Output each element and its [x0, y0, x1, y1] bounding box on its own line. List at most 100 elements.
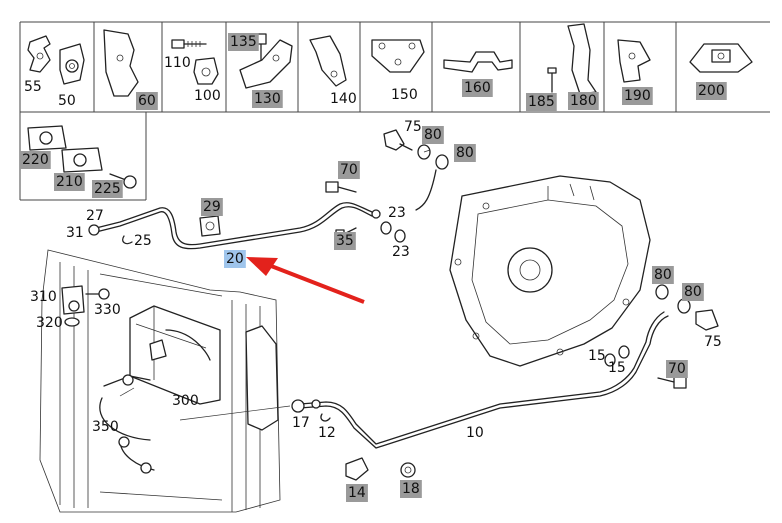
svg-text:110: 110	[164, 55, 191, 71]
header-row-labels: 55 50 60 110 100 135 130 140 150 160 185…	[24, 33, 727, 111]
svg-text:15: 15	[608, 360, 626, 376]
label-highlight	[224, 250, 246, 268]
part-label[interactable]: 20	[224, 250, 246, 268]
label-highlight	[454, 144, 476, 162]
svg-text:185: 185	[528, 94, 555, 110]
part-label[interactable]: 180	[568, 92, 599, 110]
part-label[interactable]: 320	[36, 315, 63, 331]
clip-210-icon	[61, 147, 103, 173]
svg-text:190: 190	[624, 88, 651, 104]
part-label[interactable]: 135	[228, 33, 259, 51]
svg-text:80: 80	[684, 284, 702, 300]
part-label[interactable]: 300	[172, 393, 199, 409]
svg-text:12: 12	[318, 425, 336, 441]
part-label[interactable]: 225	[92, 180, 123, 198]
label-highlight	[422, 126, 444, 144]
bracket-190-icon	[617, 39, 651, 83]
part-label[interactable]: 29	[201, 198, 223, 216]
label-highlight	[666, 360, 688, 378]
label-highlight	[201, 198, 223, 216]
part-label[interactable]: 50	[58, 93, 76, 109]
label-highlight	[462, 79, 493, 97]
label-highlight	[252, 90, 283, 108]
part-label[interactable]: 18	[400, 480, 422, 498]
svg-text:55: 55	[24, 79, 42, 95]
svg-text:300: 300	[172, 393, 199, 409]
part-label[interactable]: 330	[94, 302, 121, 318]
part-label[interactable]: 160	[462, 79, 493, 97]
part-label[interactable]: 310	[30, 289, 57, 305]
svg-text:200: 200	[698, 83, 725, 99]
part-label[interactable]: 100	[194, 88, 221, 104]
part-label[interactable]: 185	[526, 93, 557, 111]
svg-text:150: 150	[391, 87, 418, 103]
svg-text:320: 320	[36, 315, 63, 331]
part-label[interactable]: 27	[86, 208, 104, 224]
svg-text:15: 15	[588, 348, 606, 364]
bracket-140-icon	[309, 35, 347, 87]
part-label[interactable]: 15	[608, 360, 626, 376]
part-label[interactable]: 210	[54, 173, 85, 191]
label-highlight	[338, 161, 360, 179]
clip-25-icon	[122, 235, 133, 245]
union-75-lower-icon	[655, 284, 719, 331]
label-highlight	[334, 232, 356, 250]
part-label[interactable]: 17	[292, 415, 310, 431]
svg-text:310: 310	[30, 289, 57, 305]
part-label[interactable]: 220	[20, 151, 51, 169]
part-label[interactable]: 12	[318, 425, 336, 441]
svg-text:70: 70	[340, 162, 358, 178]
part-label[interactable]: 80	[652, 266, 674, 284]
svg-text:80: 80	[654, 267, 672, 283]
svg-text:35: 35	[336, 233, 354, 249]
part-label[interactable]: 35	[334, 232, 356, 250]
part-label[interactable]: 190	[622, 87, 653, 105]
hoses-350	[99, 374, 155, 474]
leader-lines	[119, 149, 431, 421]
part-label[interactable]: 75	[704, 334, 722, 350]
part-label[interactable]: 130	[252, 90, 283, 108]
svg-text:23: 23	[388, 205, 406, 221]
svg-text:100: 100	[194, 88, 221, 104]
transmission-housing	[449, 175, 651, 367]
part-label[interactable]: 55	[24, 79, 42, 95]
part-label[interactable]: 140	[330, 91, 357, 107]
part-label[interactable]: 23	[392, 244, 410, 260]
svg-text:31: 31	[66, 225, 84, 241]
bracket-130-icon	[239, 39, 293, 89]
part-label[interactable]: 23	[388, 205, 406, 221]
svg-text:220: 220	[22, 152, 49, 168]
svg-text:160: 160	[464, 80, 491, 96]
label-highlight	[92, 180, 123, 198]
union-75-upper-icon	[383, 129, 449, 211]
seal-23-upper-icon	[380, 221, 406, 243]
part-label[interactable]: 350	[92, 419, 119, 435]
seal-15-icon	[604, 345, 630, 367]
part-label[interactable]: 80	[422, 126, 444, 144]
nut-200-icon	[689, 43, 753, 73]
part-label[interactable]: 15	[588, 348, 606, 364]
bracket-150-icon	[371, 39, 425, 73]
svg-text:350: 350	[92, 419, 119, 435]
part-label[interactable]: 75	[404, 119, 422, 135]
part-label[interactable]: 60	[136, 92, 158, 110]
part-label[interactable]: 70	[666, 360, 688, 378]
part-label[interactable]: 200	[696, 82, 727, 100]
part-label[interactable]: 10	[466, 425, 484, 441]
part-label[interactable]: 31	[66, 225, 84, 241]
part-label[interactable]: 70	[338, 161, 360, 179]
clip-12-icon	[320, 413, 331, 422]
part-label[interactable]: 150	[391, 87, 418, 103]
svg-text:80: 80	[424, 127, 442, 143]
clip-14-icon	[345, 457, 369, 481]
part-label[interactable]: 14	[346, 484, 368, 502]
part-label[interactable]: 110	[164, 55, 191, 71]
svg-text:130: 130	[254, 91, 281, 107]
part-label[interactable]: 80	[682, 283, 704, 301]
parts-grid	[19, 21, 770, 201]
part-label[interactable]: 25	[134, 233, 152, 249]
label-highlight	[54, 173, 85, 191]
svg-text:17: 17	[292, 415, 310, 431]
part-label[interactable]: 80	[454, 144, 476, 162]
label-highlight	[526, 93, 557, 111]
